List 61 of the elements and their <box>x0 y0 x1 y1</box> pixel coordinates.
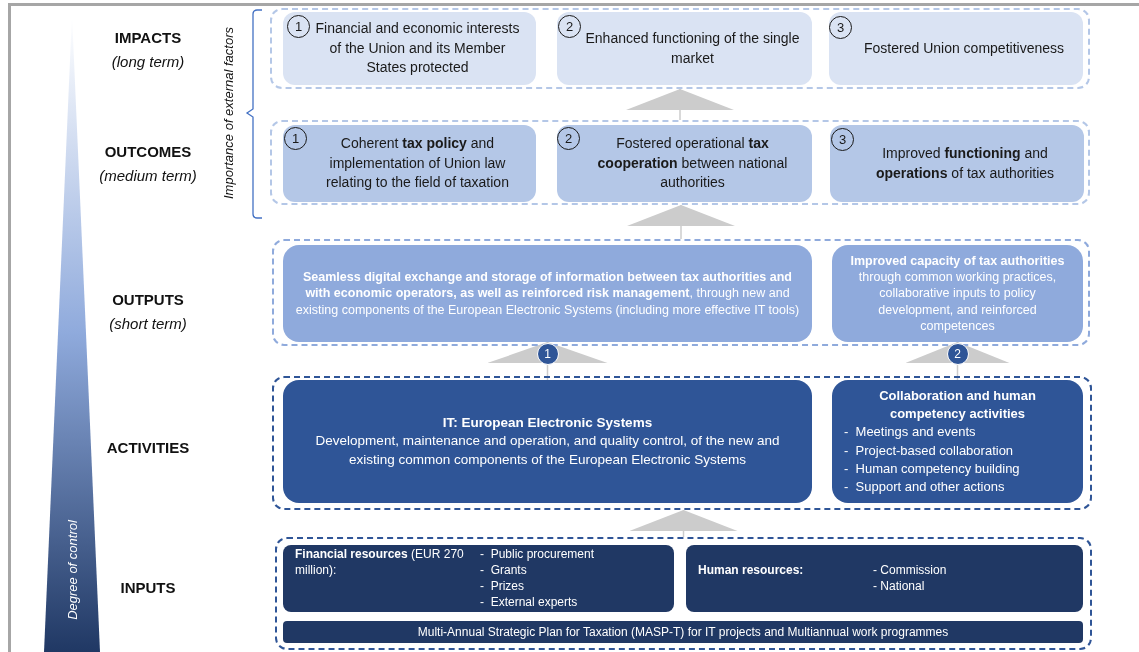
number-text: 1 <box>294 20 303 33</box>
list-item: - Public procurement <box>480 546 595 562</box>
tier-label: (short term) <box>109 313 187 334</box>
side-note: Importance of external factors <box>220 27 238 199</box>
tier-label: (long term) <box>111 51 185 72</box>
list-item: - Meetings and events <box>844 423 977 442</box>
box-text: Financial and economic interests of the Union and its Member States protected <box>314 19 521 78</box>
dashed-group-frame <box>272 376 1092 510</box>
tier-label: OUTPUTS <box>112 289 184 310</box>
impact-box <box>283 12 536 85</box>
list-item: - National <box>873 578 926 594</box>
box-heading: Collaboration and human competency activities <box>878 386 1037 424</box>
box-text: Enhanced functioning of the single market <box>585 28 800 68</box>
dashed-group-frame <box>270 120 1090 205</box>
list-item: - Support and other actions <box>844 477 1006 496</box>
axis-label: Degree of control <box>65 520 80 620</box>
number-text: 3 <box>836 21 845 34</box>
number-text: 1 <box>291 132 300 145</box>
chevron-arrow <box>629 509 738 538</box>
box-heading: IT: European Electronic Systems <box>442 414 653 433</box>
dashed-group-frame <box>275 537 1092 650</box>
input-box <box>283 545 674 612</box>
list-item: - Project-based collaboration <box>844 441 1015 460</box>
resource-heading: Human resources: <box>698 562 805 578</box>
chevron-arrow <box>626 88 734 121</box>
impact-box <box>557 12 812 85</box>
resource-heading: Financial resources (EUR 270 million): <box>295 546 465 578</box>
box-text: Seamless digital exchange and storage of information between tax authorities and with economic operators, as well as reinforced risk management, through new and existing components of the European Electronic Systems (including more effective IT tools) <box>295 269 800 318</box>
list-item: - Commission <box>873 562 947 578</box>
box-text: Improved capacity of tax authorities through common working practices, collaborative inputs to policy development, and reinforced competences <box>849 252 1066 335</box>
outcome-box <box>557 125 812 202</box>
output-box <box>832 245 1083 342</box>
list-item: - Human competency building <box>844 459 1021 478</box>
box-text: Multi-Annual Strategic Plan for Taxation (MASP-T) for IT projects and Multiannual work programmes <box>417 624 949 641</box>
impact-box <box>829 12 1083 85</box>
list-item: - Prizes <box>480 578 525 594</box>
box-text: Fostered Union competitiveness <box>864 38 1064 58</box>
tier-label: INPUTS <box>120 577 176 598</box>
number-text: 3 <box>838 133 847 146</box>
outcome-box <box>830 125 1084 202</box>
tier-label: OUTCOMES <box>104 141 192 162</box>
activity-box <box>832 380 1083 503</box>
output-box <box>283 245 812 342</box>
number-text: 2 <box>565 20 574 33</box>
input-box <box>686 545 1083 612</box>
dashed-group-frame <box>272 239 1090 346</box>
activity-box <box>283 380 812 503</box>
box-text: Improved functioning and operations of tax authorities <box>874 143 1056 183</box>
plan-bar <box>283 621 1083 643</box>
number-text: 2 <box>564 132 573 145</box>
box-text: Fostered operational tax cooperation between national authorities <box>596 134 789 193</box>
dashed-group-frame <box>270 8 1090 89</box>
box-text: Development, maintenance and operation, and quality control, of the new and existing common components of the European Electronic Systems <box>314 432 781 469</box>
list-item: - External experts <box>480 594 579 610</box>
box-text: Coherent tax policy and implementation of Union law relating to the field of taxation <box>325 134 510 193</box>
tier-label: ACTIVITIES <box>106 437 190 458</box>
tier-label: IMPACTS <box>114 27 182 48</box>
chevron-arrow <box>627 204 735 240</box>
outcome-box <box>283 125 536 202</box>
tier-label: (medium term) <box>99 165 197 186</box>
list-item: - Grants <box>480 562 528 578</box>
